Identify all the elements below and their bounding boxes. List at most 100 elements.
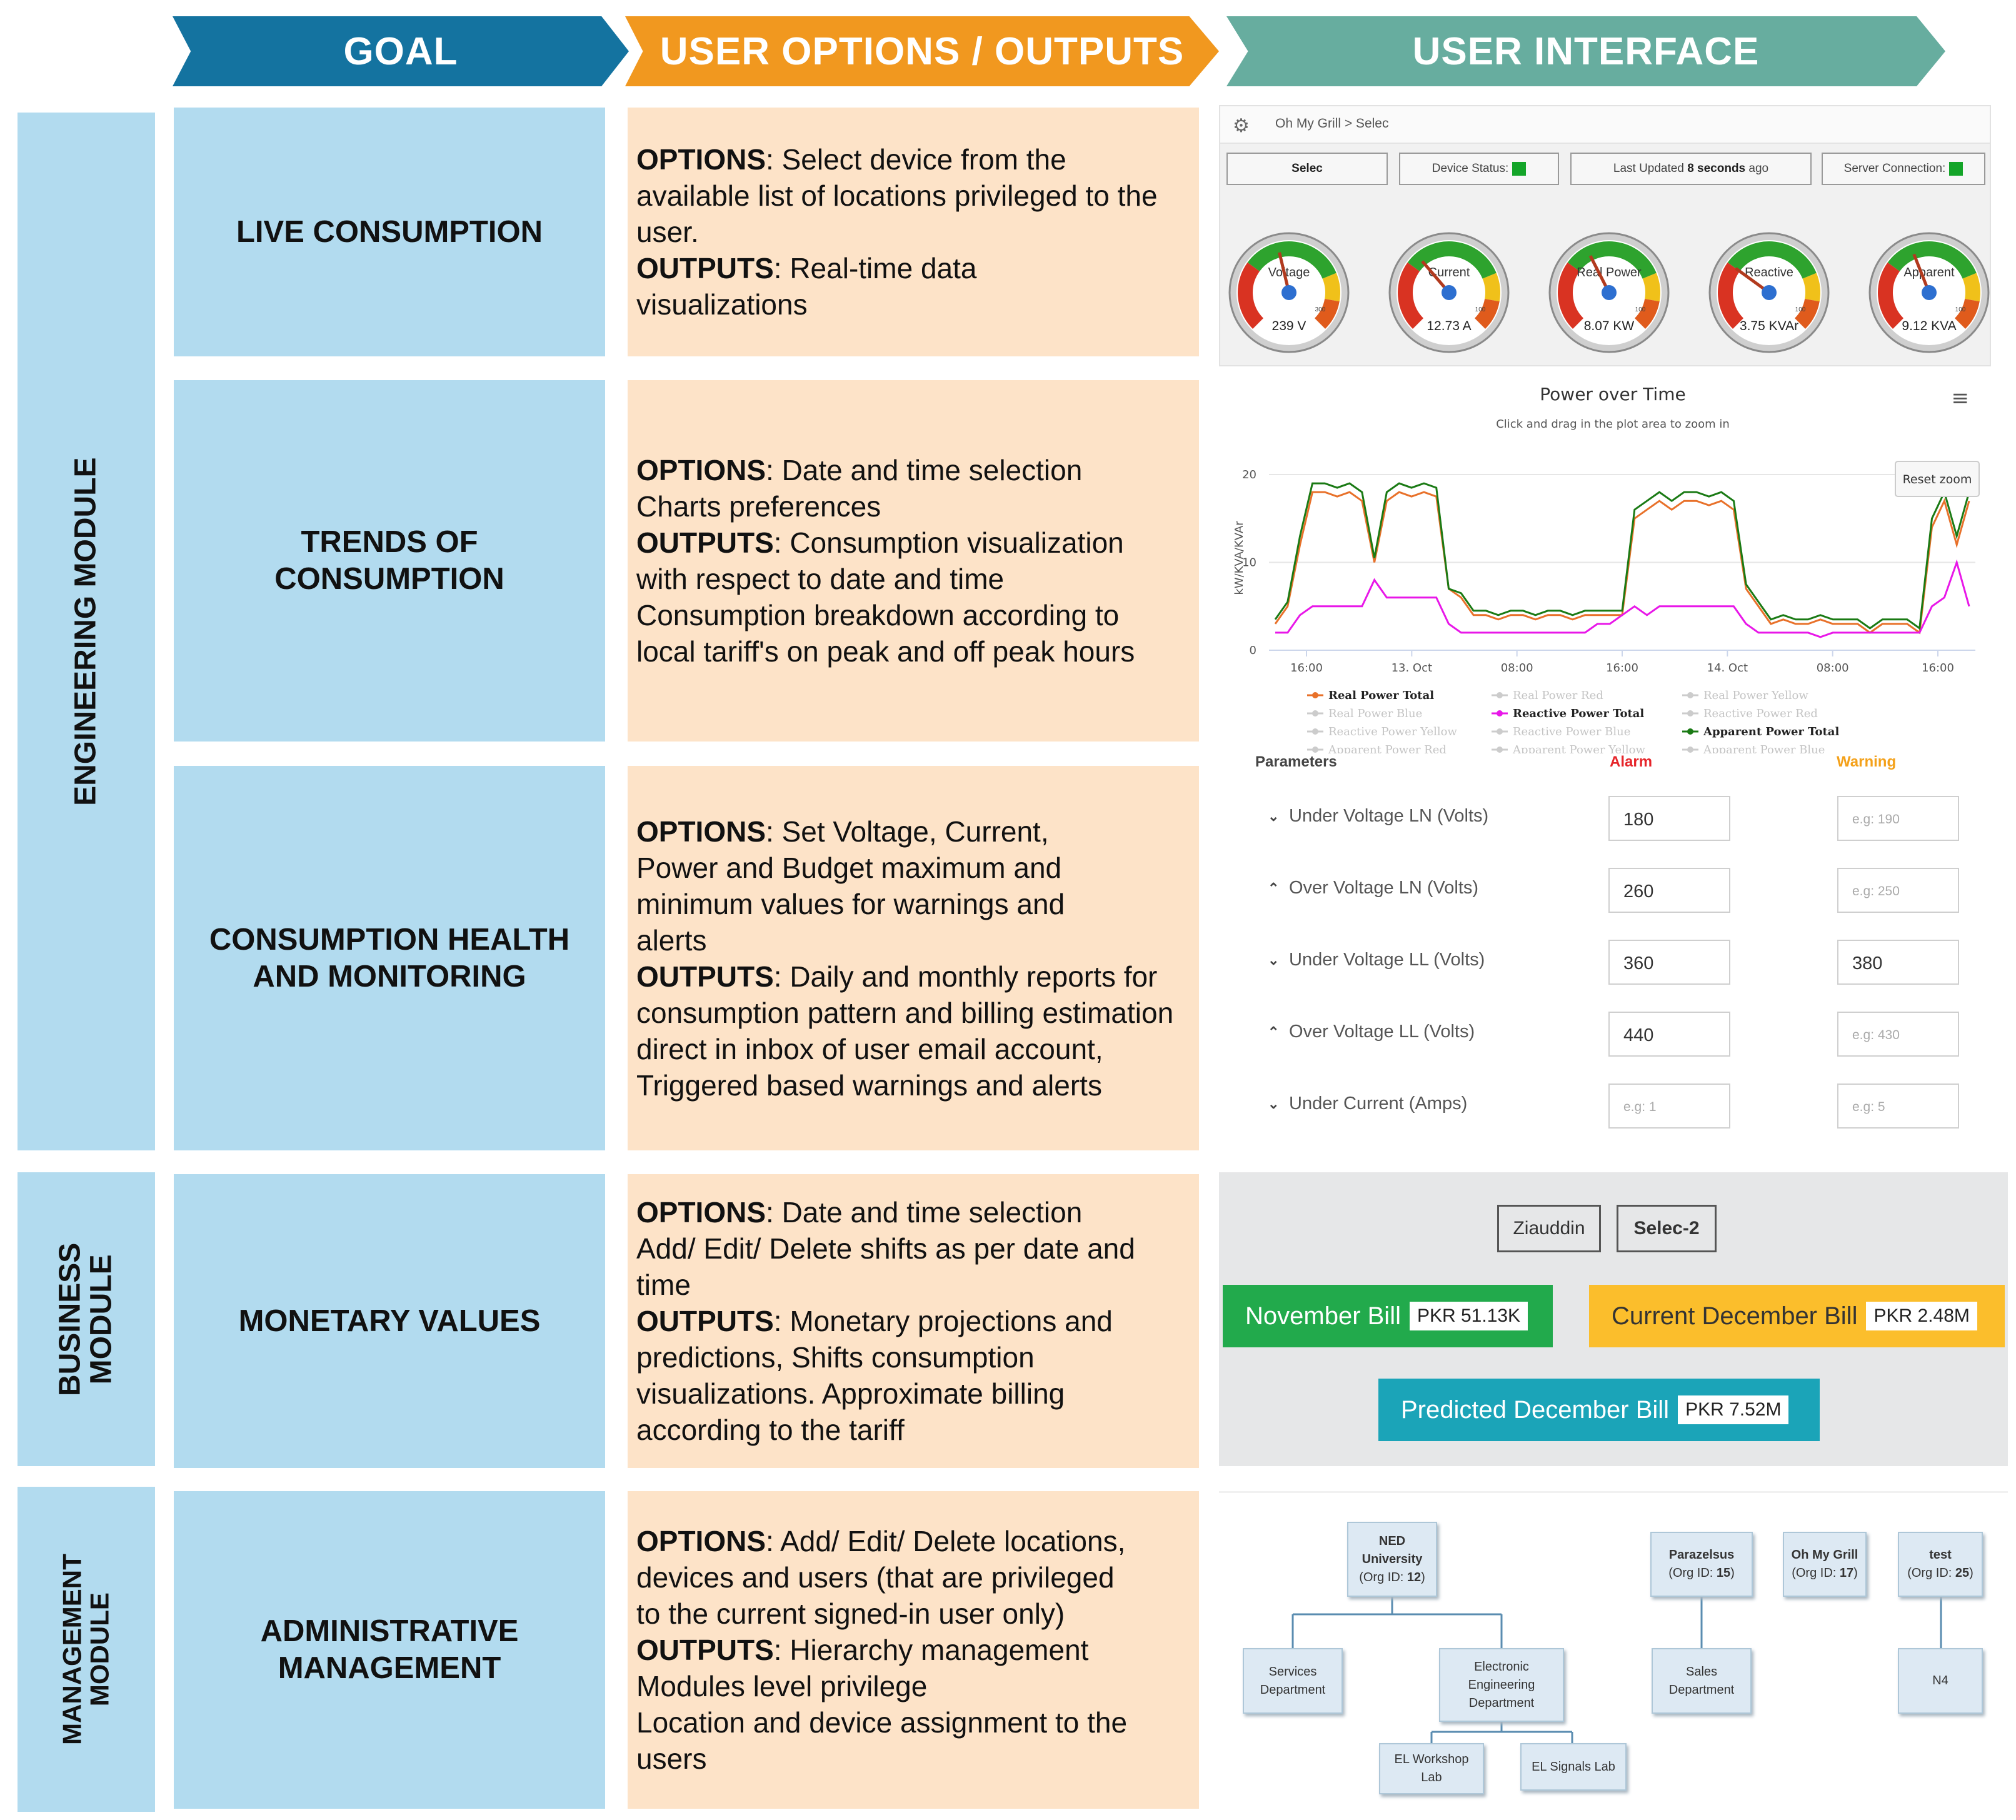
legend-item[interactable]: Reactive Power Blue xyxy=(1492,725,1630,738)
gear-icon[interactable]: ⚙ xyxy=(1233,116,1250,136)
options-health-o2: Power and Budget maximum and xyxy=(636,851,1062,884)
chevron-up-icon: ⌃ xyxy=(1268,1024,1280,1040)
options-trends: OPTIONS: Date and time selection Charts … xyxy=(628,380,1199,742)
alarm-input[interactable]: 360 xyxy=(1608,940,1730,985)
chart-series-reactive-power-total xyxy=(1275,559,1970,638)
goal-live-label: LIVE CONSUMPTION xyxy=(236,214,543,249)
outputs-label: OUTPUTS xyxy=(636,526,774,559)
parameters-header: Parameters xyxy=(1255,753,1337,770)
chart-x-tick: 16:00 xyxy=(1290,661,1323,675)
node-n4[interactable]: N4 xyxy=(1898,1648,1983,1714)
options-monetary-o3: time xyxy=(636,1269,691,1301)
legend-item[interactable]: Real Power Yellow xyxy=(1682,689,1808,702)
svg-text:Real Power Yellow: Real Power Yellow xyxy=(1703,689,1808,702)
management-module-label-1: MANAGEMENT xyxy=(57,1554,87,1745)
goal-health-label-1: CONSUMPTION HEALTH xyxy=(209,922,570,957)
threshold-panel: Parameters Alarm Warning ⌄Under Voltage … xyxy=(1225,753,1988,1154)
server-connection: Server Connection: xyxy=(1822,153,1985,185)
gauge-label: Reactive xyxy=(1745,266,1793,279)
last-updated-suffix: ago xyxy=(1748,162,1769,175)
legend-item[interactable]: Apparent Power Total xyxy=(1682,725,1839,738)
tab-selec-2[interactable]: Selec-2 xyxy=(1617,1205,1717,1252)
node-test-org-id: 25 xyxy=(1955,1566,1970,1580)
device-select-button[interactable]: Selec xyxy=(1226,153,1388,185)
options-trends-o2: Charts preferences xyxy=(636,490,881,523)
legend-item[interactable]: Real Power Total xyxy=(1307,689,1434,702)
node-para-line-1: Parazelsus xyxy=(1668,1548,1735,1562)
breadcrumb-text[interactable]: Oh My Grill > Selec xyxy=(1275,116,1389,131)
legend-item[interactable]: Real Power Blue xyxy=(1307,707,1422,720)
outputs-label: OUTPUTS xyxy=(636,960,774,993)
threshold-label: Over Voltage LN (Volts) xyxy=(1289,878,1479,898)
chart-x-tick: 08:00 xyxy=(1817,661,1849,675)
goal-health-label-2: AND MONITORING xyxy=(253,959,526,993)
options-live-text: OPTIONS: Select device from the availabl… xyxy=(636,141,1158,323)
legend-item[interactable]: Apparent Power Blue xyxy=(1682,743,1825,757)
chart-x-tick: 08:00 xyxy=(1501,661,1533,675)
gauge-value: 3.75 KVAr xyxy=(1740,319,1798,333)
options-trends-o1: : Date and time selection xyxy=(766,454,1083,486)
node-para-org-prefix: (Org ID: xyxy=(1668,1566,1717,1580)
chevron-up-icon: ⌃ xyxy=(1268,880,1280,896)
legend-item[interactable]: Reactive Power Total xyxy=(1492,707,1644,720)
alarm-input[interactable]: e.g: 1 xyxy=(1608,1083,1730,1129)
node-grill-org-suffix: ) xyxy=(1853,1566,1858,1580)
gauge-max-label: 100 xyxy=(1635,306,1646,313)
options-admin: OPTIONS: Add/ Edit/ Delete locations, de… xyxy=(628,1491,1199,1809)
reset-zoom-button[interactable] xyxy=(1895,461,1980,497)
legend-item[interactable]: Reactive Power Yellow xyxy=(1307,725,1457,738)
alarm-input[interactable]: 260 xyxy=(1608,868,1730,913)
legend-item[interactable]: Apparent Power Yellow xyxy=(1492,743,1646,757)
legend-item[interactable]: Reactive Power Red xyxy=(1682,707,1818,720)
options-trends-p2: with respect to date and time xyxy=(636,563,1005,595)
options-label: OPTIONS xyxy=(636,143,766,176)
options-monetary-o2: Add/ Edit/ Delete shifts as per date and xyxy=(636,1232,1135,1265)
device-status-label: Device Status: xyxy=(1432,162,1509,175)
node-test-org-prefix: (Org ID: xyxy=(1907,1566,1955,1580)
warning-input[interactable]: e.g: 5 xyxy=(1837,1083,1959,1129)
ui-header: USER INTERFACE xyxy=(1226,16,1945,86)
last-updated-value: 8 seconds xyxy=(1687,162,1746,175)
node-elec-line-3: Department xyxy=(1468,1696,1535,1710)
options-admin-o1: : Add/ Edit/ Delete locations, xyxy=(766,1525,1126,1557)
warning-input[interactable]: e.g: 250 xyxy=(1837,868,1959,913)
options-live-o3: user. xyxy=(636,216,699,248)
options-label: OPTIONS xyxy=(636,1525,766,1557)
options-health: OPTIONS: Set Voltage, Current, Power and… xyxy=(628,766,1199,1150)
options-admin-p4: users xyxy=(636,1742,707,1775)
alarm-input[interactable]: 180 xyxy=(1608,796,1730,841)
options-live-o2: available list of locations privileged t… xyxy=(636,179,1158,212)
alarm-input[interactable]: 440 xyxy=(1608,1012,1730,1057)
node-parazelsus[interactable]: Parazelsus(Org ID: 15) xyxy=(1650,1532,1753,1597)
options-health-p4: Triggered based warnings and alerts xyxy=(636,1068,1102,1102)
node-oh-my-grill[interactable]: Oh My Grill(Org ID: 17) xyxy=(1783,1532,1867,1597)
options-health-o4: alerts xyxy=(636,923,707,957)
node-ned-line-2: University xyxy=(1362,1552,1423,1566)
options-header: USER OPTIONS / OUTPUTS xyxy=(625,16,1219,86)
warning-input[interactable]: 380 xyxy=(1837,940,1959,985)
november-bill-label: November Bill xyxy=(1245,1302,1401,1330)
options-admin-o3: to the current signed-in user only) xyxy=(636,1597,1065,1630)
ui-header-label: USER INTERFACE xyxy=(1412,29,1760,73)
node-el-signals-lab[interactable]: EL Signals Lab xyxy=(1520,1743,1627,1791)
chart-menu-icon[interactable]: ≡ xyxy=(1952,386,1970,411)
node-test-org-suffix: ) xyxy=(1969,1566,1973,1580)
legend-item[interactable]: Real Power Red xyxy=(1492,689,1603,702)
tab-ziauddin[interactable]: Ziauddin xyxy=(1497,1205,1601,1252)
node-test[interactable]: test(Org ID: 25) xyxy=(1898,1532,1983,1597)
warning-input[interactable]: e.g: 430 xyxy=(1837,1012,1959,1057)
warning-input[interactable]: e.g: 190 xyxy=(1837,796,1959,841)
chart-x-tick: 13. Oct xyxy=(1392,661,1432,675)
legend-item[interactable]: Apparent Power Red xyxy=(1307,743,1447,757)
node-para-org-id: 15 xyxy=(1716,1566,1731,1580)
gauge-max-label: 100 xyxy=(1955,306,1966,313)
node-ned-line-1: NED xyxy=(1378,1534,1406,1548)
